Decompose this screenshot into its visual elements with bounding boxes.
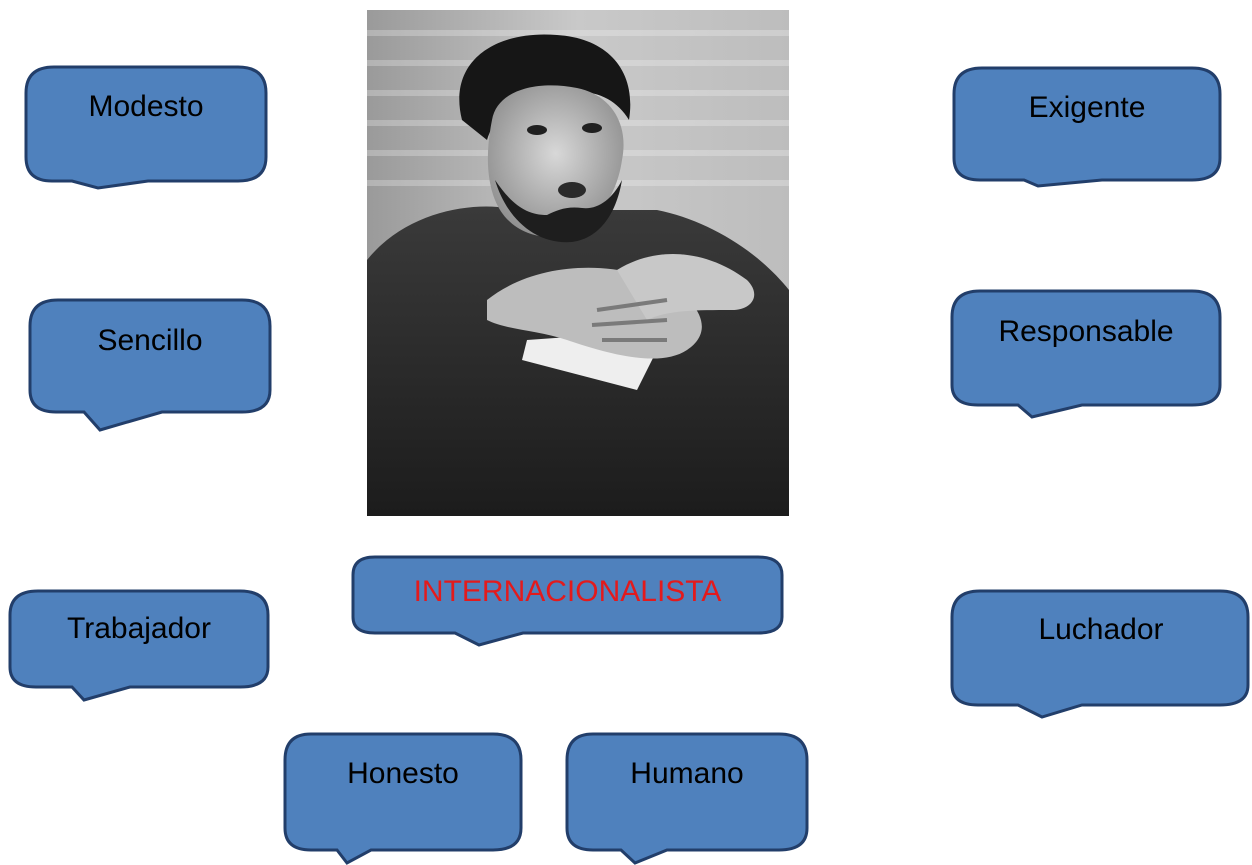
bubble-honesto-label: Honesto <box>347 757 459 790</box>
bubble-sencillo-label: Sencillo <box>97 324 203 357</box>
bubble-luchador: Luchador <box>950 589 1252 719</box>
portrait-photo-image <box>367 10 789 516</box>
bubble-internacionalista: INTERNACIONALISTA <box>351 555 784 647</box>
bubble-luchador-label: Luchador <box>1038 613 1164 646</box>
bubble-sencillo: Sencillo <box>28 298 272 432</box>
bubble-responsable: Responsable <box>950 289 1222 419</box>
bubble-modesto: Modesto <box>24 65 268 190</box>
bubble-exigente-label: Exigente <box>1028 91 1146 124</box>
bubble-exigente-shape <box>952 66 1222 188</box>
bubble-humano-shape <box>565 732 809 865</box>
bubble-exigente: Exigente <box>952 66 1222 188</box>
bubble-internacionalista-label: INTERNACIONALISTA <box>413 575 722 608</box>
bubble-modesto-label: Modesto <box>88 90 204 123</box>
bubble-humano-label: Humano <box>630 757 744 790</box>
bubble-humano: Humano <box>565 732 809 865</box>
bubble-sencillo-shape <box>28 298 272 432</box>
portrait-photo <box>367 10 789 516</box>
bubble-internacionalista-shape <box>351 555 784 647</box>
bubble-trabajador: Trabajador <box>8 589 270 703</box>
bubble-responsable-shape <box>950 289 1222 419</box>
bubble-trabajador-shape <box>8 589 270 702</box>
bubble-honesto: Honesto <box>283 732 523 865</box>
bubble-trabajador-label: Trabajador <box>67 612 211 645</box>
bubble-modesto-shape <box>24 65 268 190</box>
bubble-honesto-shape <box>283 732 523 865</box>
bubble-luchador-shape <box>950 589 1250 719</box>
bubble-responsable-label: Responsable <box>998 315 1174 348</box>
